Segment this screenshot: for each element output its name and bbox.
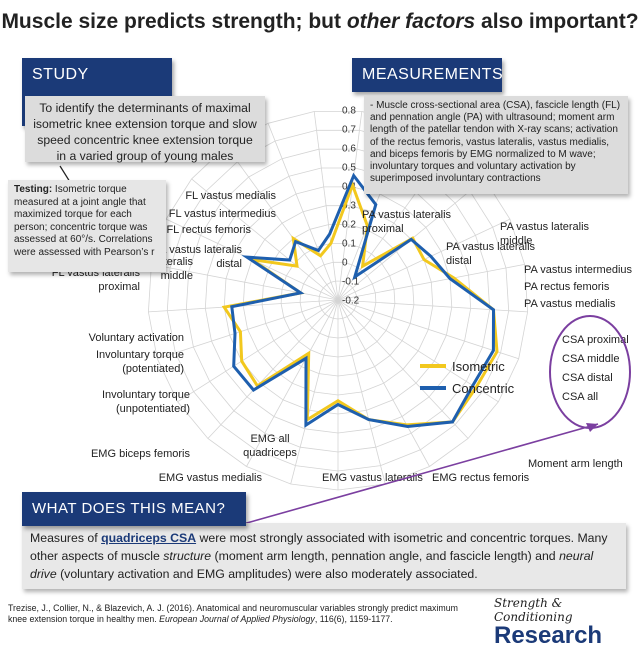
tick-label: -0.2 bbox=[342, 296, 360, 307]
testing-pointer bbox=[59, 165, 71, 183]
grid-spoke bbox=[148, 299, 339, 313]
meaning-text: Measures of quadriceps CSA were most str… bbox=[22, 523, 626, 589]
radial-tick-labels: 0.80.70.60.50.40.30.20.10-0.1-0.2 bbox=[342, 106, 360, 307]
tick-label: 0.7 bbox=[342, 125, 356, 136]
grid-ring bbox=[147, 111, 529, 491]
grid-spoke bbox=[337, 299, 430, 467]
legend-label: Concentric bbox=[452, 381, 515, 396]
grid-ring bbox=[166, 129, 510, 472]
grid-ring bbox=[204, 167, 472, 434]
callout-arrow bbox=[196, 423, 599, 538]
category-label: Involuntary torque(unpotentiated) bbox=[102, 389, 190, 415]
grid-spoke bbox=[337, 299, 528, 313]
category-label: CSA all bbox=[562, 391, 598, 403]
category-label: FL vastus intermedius bbox=[169, 208, 277, 220]
measurements-text: - Muscle cross-sectional area (CSA), fas… bbox=[364, 96, 628, 194]
grid-spoke bbox=[246, 299, 339, 467]
series-isometric bbox=[221, 180, 499, 427]
tick-label: 0.3 bbox=[342, 201, 356, 212]
category-label: CSA distal bbox=[562, 372, 613, 384]
logo-subtitle: Strength & Conditioning bbox=[494, 596, 573, 624]
tick-label: 0.5 bbox=[342, 163, 356, 174]
category-label: PA vastus medialis bbox=[524, 298, 616, 310]
page-title: Muscle size predicts strength; but other… bbox=[1, 10, 639, 33]
category-label: EMG rectus femoris bbox=[432, 472, 530, 484]
grid-spoke bbox=[267, 123, 339, 301]
grid-ring bbox=[299, 261, 377, 339]
category-label: Voluntary activation bbox=[89, 332, 184, 344]
grid-spoke bbox=[337, 299, 519, 360]
grid-spoke bbox=[290, 299, 339, 485]
measurements-header: MEASUREMENTS bbox=[352, 58, 503, 92]
category-label: CSA middle bbox=[562, 353, 619, 365]
quadriceps-csa-highlight: quadriceps CSA bbox=[101, 531, 197, 545]
tick-label: 0 bbox=[342, 258, 348, 269]
grid-spoke bbox=[151, 264, 339, 301]
grid-spoke bbox=[225, 146, 339, 301]
category-label: PA rectus femoris bbox=[524, 281, 610, 293]
category-label: EMG biceps femoris bbox=[91, 448, 191, 460]
category-label: CSA proximal bbox=[562, 334, 629, 346]
legend-label: Isometric bbox=[452, 359, 505, 374]
category-label: EMG vastus medialis bbox=[159, 472, 263, 484]
objective-text: To identify the determinants of maximal … bbox=[25, 96, 265, 163]
meaning-header: WHAT DOES THIS MEAN? bbox=[22, 492, 246, 526]
testing-note: Testing: Isometric torque measured at a … bbox=[8, 180, 166, 272]
radar-grid bbox=[147, 111, 529, 491]
category-label: Involuntary torque(potentiated) bbox=[96, 349, 184, 375]
grid-spoke bbox=[177, 299, 339, 403]
tick-label: 0.6 bbox=[342, 144, 356, 155]
grid-ring bbox=[242, 205, 434, 396]
grid-ring bbox=[318, 280, 358, 320]
logo: Strength & Conditioning Research bbox=[494, 596, 634, 648]
grid-spoke bbox=[337, 111, 363, 301]
grid-spoke bbox=[337, 299, 469, 439]
grid-spoke bbox=[207, 299, 339, 439]
grid-spoke bbox=[337, 299, 386, 485]
category-label: FL rectus femoris bbox=[166, 224, 251, 236]
callout-arrowhead bbox=[586, 423, 598, 432]
category-label: Moment arm length bbox=[528, 458, 623, 470]
tick-label: 0.1 bbox=[342, 239, 356, 250]
category-label: PA vastus intermedius bbox=[524, 264, 633, 276]
tick-label: -0.1 bbox=[342, 277, 360, 288]
radar-series bbox=[221, 172, 499, 429]
grid-ring bbox=[185, 148, 491, 453]
grid-ring bbox=[261, 224, 415, 377]
series-concentric bbox=[230, 172, 496, 429]
logo-title: Research bbox=[494, 622, 603, 649]
grid-spoke bbox=[191, 178, 339, 301]
tick-label: 0.2 bbox=[342, 220, 356, 231]
grid-spoke bbox=[313, 111, 339, 301]
category-label: FL vastus medialis bbox=[185, 190, 276, 202]
tick-label: 0.8 bbox=[342, 106, 356, 117]
grid-spoke bbox=[337, 264, 525, 301]
citation: Trezise, J., Collier, N., & Blazevich, A… bbox=[8, 603, 458, 624]
grid-spoke bbox=[157, 299, 339, 360]
